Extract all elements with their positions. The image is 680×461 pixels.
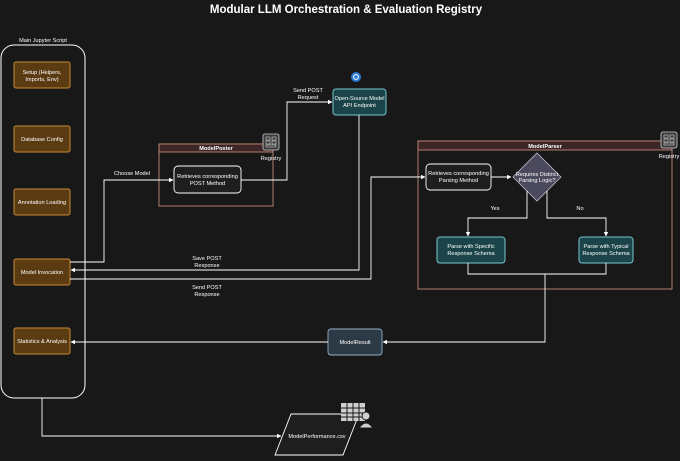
poster-retrieve-line2: POST Method (190, 181, 225, 187)
main-script-frame (0, 44, 86, 399)
edge-label-choose-model: Choose Model (114, 171, 150, 177)
step-database-config[interactable]: Database Config (13, 125, 71, 153)
main-script-label: Main Jupyter Script (19, 38, 67, 44)
edge-label-save-post-1: Save POST (192, 256, 222, 262)
step-setup[interactable]: Setup (Helpers, Imports, Env) (13, 61, 71, 89)
edge-to-output-file (41, 398, 282, 439)
edge-yes (465, 191, 528, 237)
edge-choose-model (70, 177, 174, 263)
step-setup-line1: Setup (Helpers, (23, 70, 62, 76)
no-label: No (576, 206, 583, 212)
parser-registry-icon (660, 131, 678, 149)
edge-label-send-resp-2: Response (194, 292, 219, 298)
parser-decision-node[interactable]: Requires Distinct Parsing Logic? (512, 152, 562, 202)
step-statistics[interactable]: Statistics & Analysis (13, 327, 71, 355)
output-file-label: ModelPerformance.csv (288, 434, 345, 440)
parse-specific-line2: Response Schema (447, 251, 495, 257)
poster-registry-icon (262, 133, 280, 151)
step-annotation-loading-label: Annotation Loading (18, 200, 66, 206)
step-database-config-box[interactable] (13, 125, 71, 153)
edge-save-post-response (70, 115, 360, 273)
edge-label-send-resp-1: Send POST (192, 285, 222, 291)
model-result-node[interactable]: ModelResult (327, 328, 383, 356)
table-user-icon (341, 403, 374, 429)
parse-typical-line1: Parse with Typical (584, 244, 629, 250)
step-annotation-loading[interactable]: Annotation Loading (13, 188, 71, 216)
api-endpoint-node[interactable]: Open-Source Model API Endpoint (332, 88, 387, 116)
edge-merge (467, 263, 607, 275)
parser-retrieve-box[interactable] (425, 163, 492, 191)
yes-label: Yes (490, 206, 499, 212)
step-annotation-loading-box[interactable] (13, 188, 71, 216)
step-database-config-label: Database Config (21, 137, 63, 143)
edge-send-post-response (70, 174, 426, 280)
parse-typical-node[interactable]: Parse with Typical Response Schema (578, 236, 634, 264)
poster-retrieve-line1: Retrieves corresponding (177, 174, 238, 180)
parse-specific-line1: Parse with Specific (447, 244, 494, 250)
model-parser-header: ModelParser (528, 144, 562, 150)
parse-specific-box[interactable] (436, 236, 506, 264)
parse-typical-box[interactable] (578, 236, 634, 264)
edge-no (546, 191, 609, 237)
parser-registry-label: Registry (659, 154, 680, 160)
api-endpoint-icon (351, 72, 361, 82)
parse-specific-node[interactable]: Parse with Specific Response Schema (436, 236, 506, 264)
step-setup-box[interactable] (13, 61, 71, 89)
step-model-invocation-label: Model Invocation (21, 270, 63, 276)
main-script-container: Main Jupyter Script (0, 38, 86, 399)
parser-decision-diamond[interactable] (512, 152, 562, 202)
api-endpoint-line2: API Endpoint (343, 103, 376, 109)
parser-retrieve-line2: Parsing Method (439, 178, 478, 184)
parse-typical-line2: Response Schema (582, 251, 630, 257)
poster-registry-label: Registry (261, 156, 282, 162)
edge-label-send-post-2: Request (298, 95, 319, 101)
poster-retrieve-node[interactable]: Retrieves corresponding POST Method (173, 165, 242, 194)
parser-retrieve-line1: Retrieves corresponding (428, 171, 489, 177)
edge-label-save-post-2: Response (194, 263, 219, 269)
edge-label-send-post-1: Send POST (293, 88, 323, 94)
parser-retrieve-node[interactable]: Retrieves corresponding Parsing Method (425, 163, 492, 191)
step-statistics-label: Statistics & Analysis (17, 339, 67, 345)
poster-retrieve-box[interactable] (173, 165, 242, 194)
api-endpoint-line1: Open-Source Model (334, 96, 384, 102)
step-model-invocation[interactable]: Model Invocation (13, 258, 71, 286)
edge-to-model-result (382, 274, 546, 345)
page-title: Modular LLM Orchestration & Evaluation R… (210, 4, 483, 16)
step-setup-line2: Imports, Env) (25, 77, 58, 83)
parser-decision-line2: Parsing Logic? (518, 178, 555, 184)
api-endpoint-box[interactable] (332, 88, 387, 116)
step-statistics-box[interactable] (13, 327, 71, 355)
model-result-label: ModelResult (339, 340, 371, 346)
model-poster-header: ModelPoster (199, 146, 233, 152)
edge-send-post-request (241, 99, 333, 181)
output-file-node[interactable]: ModelPerformance.csv (274, 413, 360, 456)
parser-decision-line1: Requires Distinct (516, 172, 559, 178)
step-model-invocation-box[interactable] (13, 258, 71, 286)
output-file-shape[interactable] (274, 413, 360, 456)
